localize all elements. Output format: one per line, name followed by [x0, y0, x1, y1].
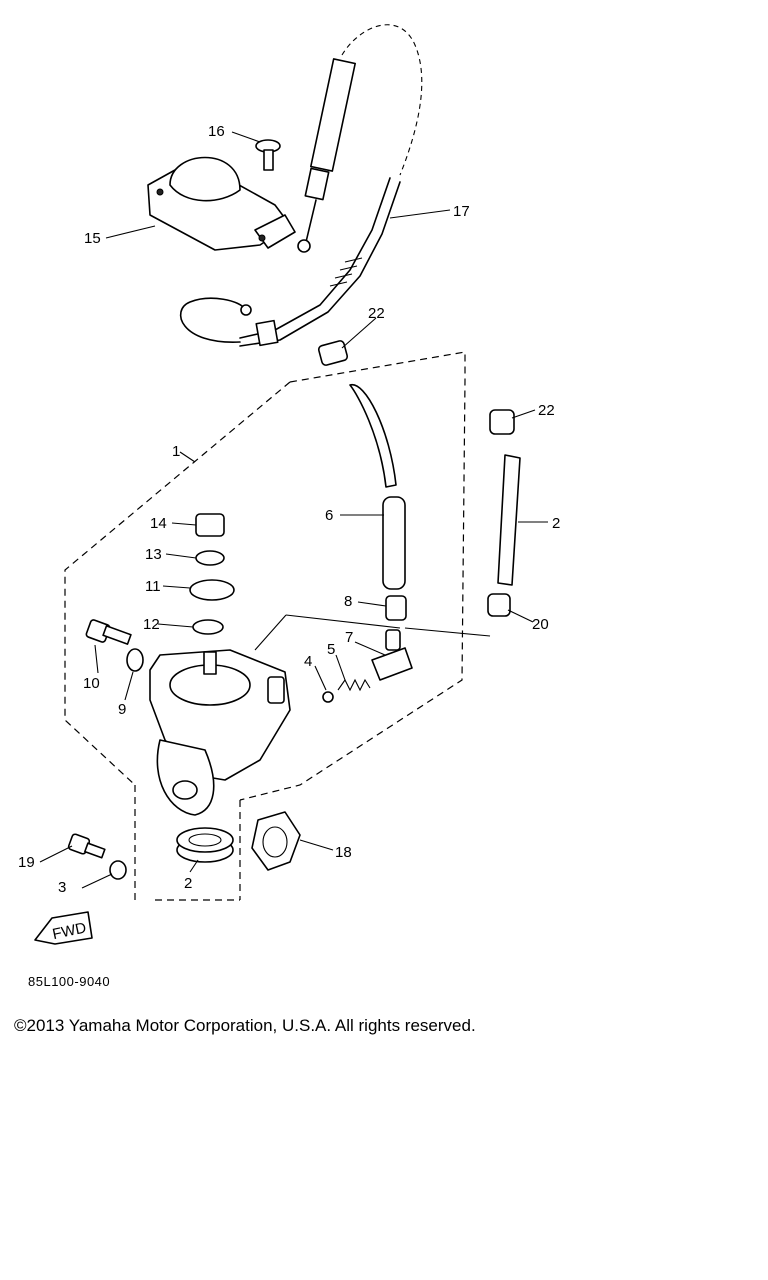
leader-lines — [39, 131, 548, 889]
part-number-label: 11 — [145, 578, 161, 595]
part-labels: 16 15 17 22 22 1 6 2 14 13 11 12 8 20 7 … — [18, 123, 560, 896]
part-number-label: 6 — [325, 507, 333, 524]
part-number-label: 10 — [83, 675, 100, 692]
part-number-label: 3 — [58, 879, 66, 896]
part-number-label: 15 — [84, 230, 101, 247]
nut-part — [317, 340, 349, 366]
exploded-parts-diagram: FWD 16 15 17 22 22 1 6 2 14 — [18, 24, 560, 945]
drawing-code: 85L100-9040 — [28, 974, 111, 989]
part-number-label: 1 — [172, 443, 180, 460]
hose-part — [349, 384, 406, 590]
cable-assembly — [179, 24, 423, 347]
bolt-part — [67, 833, 127, 880]
fwd-label: FWD — [51, 919, 88, 943]
part-number-label: 18 — [335, 844, 352, 861]
part-number-label: 2 — [184, 875, 192, 892]
elbow-part — [322, 629, 413, 703]
fitting-part — [487, 409, 515, 617]
screw-part — [255, 139, 281, 171]
cover-part — [147, 156, 296, 251]
part-number-label: 2 — [552, 515, 560, 532]
part-number-label: 9 — [118, 701, 126, 718]
pump-body — [149, 649, 291, 816]
part-number-label: 13 — [145, 546, 162, 563]
part-number-label: 14 — [150, 515, 167, 532]
fitting-part — [385, 595, 407, 621]
part-number-label: 20 — [532, 616, 549, 633]
hose-part — [497, 454, 521, 586]
part-number-label: 17 — [453, 203, 470, 220]
part-number-label: 22 — [538, 402, 555, 419]
part-number-label: 5 — [327, 641, 335, 658]
part-number-label: 16 — [208, 123, 225, 140]
part-number-label: 22 — [368, 305, 385, 322]
part-number-label: 19 — [18, 854, 35, 871]
assembly-boundary — [64, 351, 466, 901]
fwd-arrow-icon: FWD — [34, 911, 93, 945]
bolt-part — [85, 619, 144, 672]
washer-stack — [189, 513, 235, 635]
part-number-label: 7 — [345, 629, 353, 646]
seal-part — [176, 827, 234, 863]
part-number-label: 8 — [344, 593, 352, 610]
part-number-label: 12 — [143, 616, 160, 633]
gasket-part — [251, 811, 301, 871]
copyright-notice: ©2013 Yamaha Motor Corporation, U.S.A. A… — [14, 1016, 476, 1035]
part-number-label: 4 — [304, 653, 312, 670]
